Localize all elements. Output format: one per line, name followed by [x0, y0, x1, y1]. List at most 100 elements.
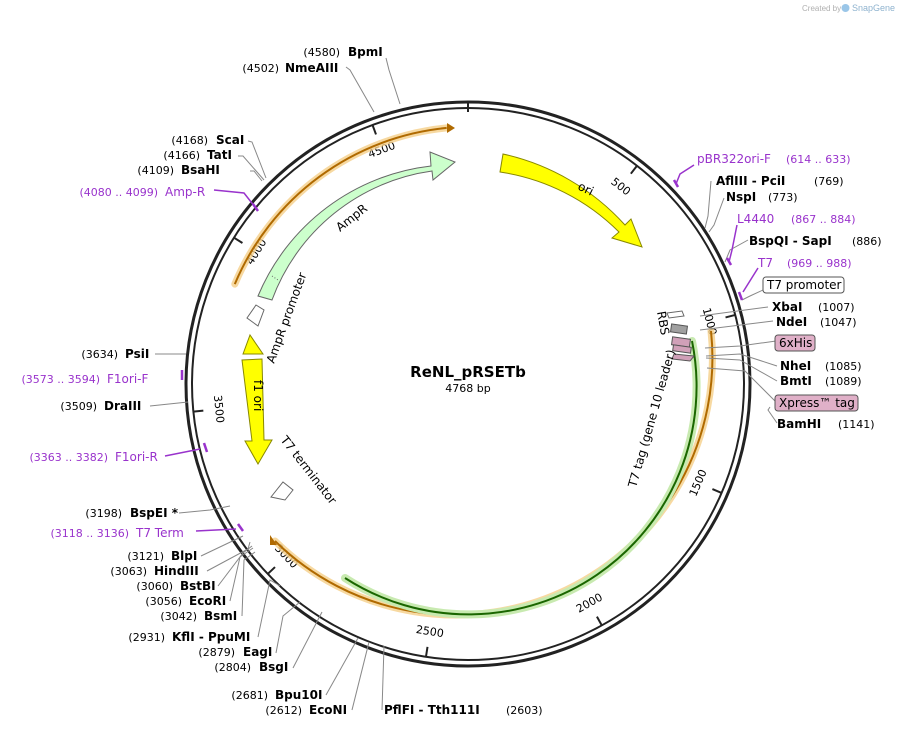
tick-label: 2500 — [415, 623, 445, 640]
small-tags — [669, 323, 695, 362]
site-pos: (773) — [768, 191, 798, 204]
site-name[interactable]: PsiI — [125, 347, 149, 361]
site-name[interactable]: ScaI — [216, 133, 244, 147]
primer-labels: pBR322ori-F (614 .. 633) L4440 (867 .. 8… — [21, 152, 855, 540]
site-name[interactable]: BspEI * — [130, 506, 179, 520]
site-name[interactable]: BstBI — [180, 579, 216, 593]
site-pos: (3198) — [85, 507, 122, 520]
site-name[interactable]: BamHI — [777, 417, 821, 431]
feature-f1-ori[interactable]: f1 ori — [241, 333, 273, 466]
site-name[interactable]: NspI — [726, 190, 756, 204]
boxed-labels: T7 promoter 6xHis Xpress™ tag — [762, 276, 859, 412]
feature-ori[interactable]: ori — [499, 153, 643, 248]
plasmid-name: ReNL_pRSETb — [410, 363, 526, 381]
site-name[interactable]: DraIII — [104, 399, 141, 413]
primer-range: (3363 .. 3382) — [29, 451, 108, 464]
his-tag-box — [774, 334, 816, 352]
site-name[interactable]: TatI — [207, 148, 232, 162]
site-pos: (2603) — [506, 704, 543, 717]
primer-range: (3118 .. 3136) — [50, 527, 129, 540]
site-pos: (3063) — [110, 565, 147, 578]
restriction-site-labels: (4580) BpmI (4502) NmeAIII (4168) ScaI (… — [60, 45, 881, 717]
watermark: Created by SnapGene — [802, 3, 895, 13]
site-name[interactable]: NheI — [780, 359, 811, 373]
site-pos: (3060) — [136, 580, 173, 593]
primer-range: (614 .. 633) — [786, 153, 851, 166]
primer-name[interactable]: L4440 — [737, 212, 774, 226]
snapgene-logo-icon — [841, 4, 850, 12]
site-pos: (4109) — [137, 164, 174, 177]
site-name[interactable]: BlpI — [171, 549, 197, 563]
feature-t7-tag-arc[interactable] — [341, 337, 701, 619]
site-name[interactable]: XbaI — [772, 300, 802, 314]
primer-name[interactable]: Amp-R — [165, 185, 205, 199]
site-pos: (1089) — [825, 375, 862, 388]
leader-lines — [149, 57, 778, 711]
site-pos: (1007) — [818, 301, 855, 314]
watermark-brand: SnapGene — [852, 3, 895, 13]
feature-f1-ori-label: f1 ori — [251, 380, 265, 411]
watermark-prefix: Created by — [802, 4, 841, 13]
site-pos: (2931) — [128, 631, 165, 644]
t7-promoter-label[interactable]: T7 promoter — [766, 278, 842, 292]
site-name[interactable]: BmtI — [780, 374, 812, 388]
site-pos: (4168) — [171, 134, 208, 147]
primer-marks — [164, 164, 759, 532]
plasmid-length: 4768 bp — [445, 382, 490, 395]
primer-name[interactable]: T7 — [757, 256, 773, 270]
primer-name[interactable]: T7 Term — [135, 526, 184, 540]
tick-mark — [725, 313, 736, 319]
site-name[interactable]: PflFI - Tth111I — [384, 703, 480, 717]
site-name[interactable]: BspQI - SapI — [749, 234, 832, 248]
tick-mark — [630, 165, 638, 175]
site-name[interactable]: BsmI — [204, 609, 237, 623]
tick-mark — [596, 616, 603, 626]
feature-rbs[interactable]: RBS — [654, 310, 685, 336]
site-pos: (4166) — [163, 149, 200, 162]
site-name[interactable]: EcoRI — [189, 594, 226, 608]
primer-range: (969 .. 988) — [787, 257, 852, 270]
primer-name[interactable]: F1ori-F — [107, 372, 148, 386]
tick-mark — [233, 236, 243, 244]
site-pos: (1085) — [825, 360, 862, 373]
site-name[interactable]: AflIII - PciI — [716, 174, 785, 188]
site-name[interactable]: HindIII — [154, 564, 199, 578]
site-name[interactable]: NmeAIII — [285, 61, 338, 75]
tick-label: 3500 — [211, 394, 227, 423]
feature-t7-terminator[interactable]: T7 terminator — [270, 432, 340, 507]
tick-mark — [424, 646, 429, 657]
site-name[interactable]: EagI — [243, 645, 272, 659]
t7-promoter-box — [762, 276, 845, 294]
site-pos: (3634) — [81, 348, 118, 361]
site-name[interactable]: Bpu10I — [275, 688, 322, 702]
site-pos: (4580) — [303, 46, 340, 59]
primer-range: (4080 .. 4099) — [79, 186, 158, 199]
site-pos: (1141) — [838, 418, 875, 431]
his-tag-label[interactable]: 6xHis — [779, 336, 812, 350]
site-pos: (1047) — [820, 316, 857, 329]
tick-label: 500 — [608, 175, 633, 198]
primer-range: (867 .. 884) — [791, 213, 856, 226]
site-pos: (3042) — [160, 610, 197, 623]
site-name[interactable]: EcoNI — [309, 703, 347, 717]
feature-ori-label: ori — [576, 179, 596, 198]
xpress-tag-label[interactable]: Xpress™ tag — [779, 396, 855, 410]
primer-range: (3573 .. 3594) — [21, 373, 100, 386]
site-pos: (3509) — [60, 400, 97, 413]
tick-mark — [267, 566, 276, 575]
site-name[interactable]: BsgI — [259, 660, 288, 674]
primer-name[interactable]: pBR322ori-F — [697, 152, 771, 166]
primer-name[interactable]: F1ori-R — [115, 450, 158, 464]
site-name[interactable]: KflI - PpuMI — [172, 630, 250, 644]
site-pos: (4502) — [242, 62, 279, 75]
tick-label: 2000 — [574, 591, 605, 616]
site-name[interactable]: BsaHI — [181, 163, 220, 177]
site-pos: (3121) — [127, 550, 164, 563]
xpress-tag-box — [774, 394, 859, 412]
site-name[interactable]: BpmI — [348, 45, 383, 59]
site-name[interactable]: NdeI — [776, 315, 807, 329]
site-pos: (2879) — [198, 646, 235, 659]
tick-mark — [711, 488, 722, 494]
site-pos: (3056) — [145, 595, 182, 608]
